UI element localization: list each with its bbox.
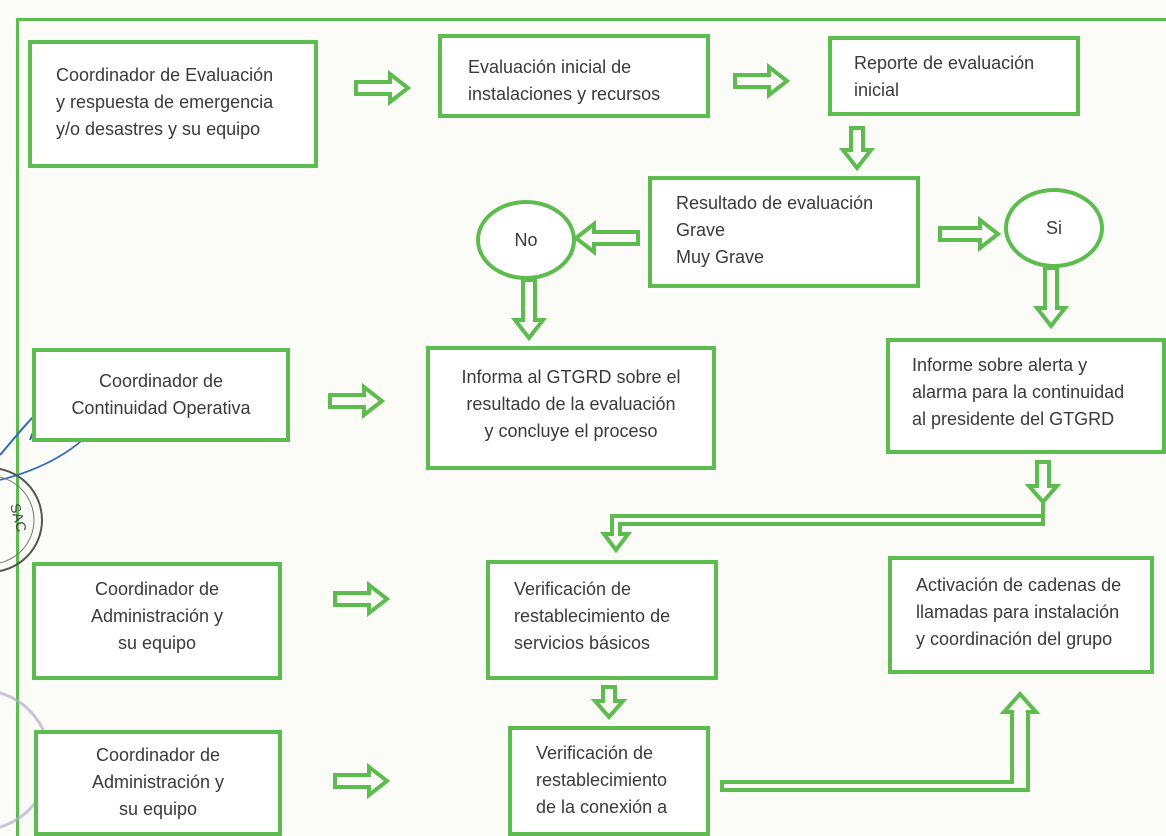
box-text: Coordinador de Evaluación y respuesta de… (56, 65, 274, 139)
box-text: Coordinador de Continuidad Operativa (71, 371, 251, 418)
box-verificacion-servicios: Verificación de restablecimiento de serv… (486, 560, 718, 680)
arrow-down (838, 126, 876, 172)
seal-circle (0, 476, 35, 564)
arrow-right (333, 762, 391, 800)
seal-text: SAC (7, 502, 30, 534)
box-text: Informa al GTGRD sobre el resultado de l… (461, 367, 681, 441)
box-text: Evaluación inicial de instalaciones y re… (468, 57, 661, 104)
box-text: Coordinador de Administración y su equip… (91, 745, 225, 819)
box-verificacion-conexion: Verificación de restablecimiento de la c… (508, 726, 710, 836)
box-reporte-evaluacion: Reporte de evaluación inicial (828, 36, 1080, 116)
arrow-right (733, 62, 791, 100)
arrow-down (590, 685, 628, 721)
box-coordinador-evaluacion: Coordinador de Evaluación y respuesta de… (28, 40, 318, 168)
box-informa-gtgrd: Informa al GTGRD sobre el resultado de l… (426, 346, 716, 470)
box-text: Activación de cadenas de llamadas para i… (916, 575, 1122, 649)
diagram-frame (16, 18, 1166, 836)
decision-si: Si (1004, 188, 1104, 268)
box-text: Verificación de restablecimiento de la c… (536, 743, 668, 817)
decision-no-label: No (514, 229, 538, 250)
box-informe-alerta: Informe sobre alerta y alarma para la co… (886, 338, 1166, 454)
arrow-connector (1024, 460, 1062, 506)
arrow-connector (720, 690, 1041, 792)
arrow-left (572, 219, 640, 257)
box-text: Coordinador de Administración y su equip… (90, 579, 224, 653)
box-coordinador-continuidad: Coordinador de Continuidad Operativa (32, 348, 290, 442)
box-text: Informe sobre alerta y alarma para la co… (912, 355, 1125, 429)
arrow-right (333, 580, 391, 618)
arrow-right (328, 382, 386, 420)
box-coordinador-administracion-1: Coordinador de Administración y su equip… (32, 562, 282, 680)
box-text: Resultado de evaluación Grave Muy Grave (676, 193, 874, 267)
box-evaluacion-inicial: Evaluación inicial de instalaciones y re… (438, 34, 710, 118)
box-text: Verificación de restablecimiento de serv… (514, 579, 671, 653)
arrow-connector (600, 502, 1045, 554)
box-resultado-evaluacion: Resultado de evaluación Grave Muy Grave (648, 176, 920, 288)
box-coordinador-administracion-2: Coordinador de Administración y su equip… (34, 730, 282, 836)
seal-circle (0, 467, 43, 573)
arrow-right (354, 69, 412, 107)
decision-si-label: Si (1045, 217, 1062, 238)
box-text: Reporte de evaluación inicial (854, 53, 1035, 100)
arrow-down (510, 278, 548, 342)
box-activacion-cadenas: Activación de cadenas de llamadas para i… (888, 556, 1154, 674)
arrow-right (938, 215, 1002, 253)
decision-no: No (476, 200, 576, 280)
arrow-down (1032, 266, 1070, 330)
